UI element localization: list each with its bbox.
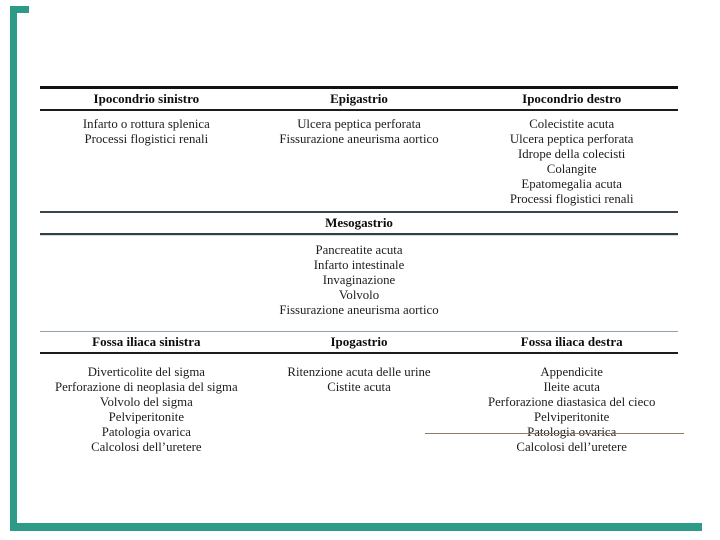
table-bottom-partial-border (425, 433, 684, 434)
table-cell: Ritenzione acuta delle urine (287, 365, 431, 379)
column-header-ipocondrio-sinistro: Ipocondrio sinistro (93, 91, 200, 106)
table-cell: Diverticolite del sigma (87, 365, 205, 379)
table-cell: Fissurazione aneurisma aortico (279, 132, 439, 146)
table-cell: Cistite acuta (327, 380, 391, 394)
upper-header-row: Ipocondrio sinistro Epigastrio Ipocondri… (40, 89, 678, 111)
table-cell: Pelviperitonite (108, 410, 185, 424)
table-cell: Calcolosi dell’uretere (516, 440, 627, 454)
accent-top-tick (10, 6, 29, 13)
table-cell: Fissurazione aneurisma aortico (279, 303, 439, 317)
lower-right-column: Appendicite Ileite acuta Perforazione di… (465, 359, 678, 455)
table-cell: Perforazione di neoplasia del sigma (55, 380, 238, 394)
lower-header-row: Fossa iliaca sinistra Ipogastrio Fossa i… (40, 331, 678, 354)
table-cell: Infarto intestinale (313, 258, 405, 272)
table-cell: Calcolosi dell’uretere (91, 440, 202, 454)
accent-left-bar (10, 12, 17, 531)
lower-left-column: Diverticolite del sigma Perforazione di … (40, 359, 253, 455)
section-header-mesogastrio: Mesogastrio (40, 211, 678, 235)
table-cell: Pancreatite acuta (315, 243, 403, 257)
table-cell: Idrope della colecisti (518, 147, 626, 161)
mesogastrio-body: Pancreatite acuta Infarto intestinale In… (40, 235, 678, 331)
table-cell: Processi flogistici renali (509, 192, 634, 206)
table-cell: Perforazione diastasica del cieco (488, 395, 656, 409)
table-cell: Invaginazione (322, 273, 396, 287)
table-cell: Colecistite acuta (529, 117, 615, 131)
table-cell: Ulcera peptica perforata (297, 117, 421, 131)
table-cell: Colangite (546, 162, 597, 176)
table-cell: Processi flogistici renali (84, 132, 209, 146)
lower-middle-column: Ritenzione acuta delle urine Cistite acu… (253, 359, 466, 455)
upper-body: Infarto o rottura splenica Processi flog… (40, 111, 678, 211)
table-cell: Epatomegalia acuta (521, 177, 622, 191)
column-header-fossa-iliaca-destra: Fossa iliaca destra (520, 334, 623, 349)
table-cell: Volvolo (338, 288, 380, 302)
upper-middle-column: Ulcera peptica perforata Fissurazione an… (253, 111, 466, 211)
upper-left-column: Infarto o rottura splenica Processi flog… (40, 111, 253, 211)
table-cell: Volvolo del sigma (99, 395, 193, 409)
upper-right-column: Colecistite acuta Ulcera peptica perfora… (465, 111, 678, 211)
accent-bottom-bar (10, 523, 702, 531)
column-header-epigastrio: Epigastrio (330, 91, 388, 106)
lower-body: Diverticolite del sigma Perforazione di … (40, 354, 678, 461)
column-header-ipocondrio-destro: Ipocondrio destro (522, 91, 622, 106)
table-cell: Pelviperitonite (534, 410, 610, 424)
table-cell: Ulcera peptica perforata (509, 132, 634, 146)
table-cell: Ileite acuta (543, 380, 600, 394)
table-cell: Appendicite (540, 365, 603, 379)
table-cell: Patologia ovarica (101, 425, 191, 439)
table-top-border (40, 86, 678, 89)
table-cell: Infarto o rottura splenica (82, 117, 210, 131)
abdominal-quadrant-table: Ipocondrio sinistro Epigastrio Ipocondri… (40, 86, 684, 461)
table-cell: Patologia ovarica (527, 425, 617, 439)
column-header-fossa-iliaca-sinistra: Fossa iliaca sinistra (92, 334, 201, 349)
column-header-ipogastrio: Ipogastrio (330, 334, 388, 349)
